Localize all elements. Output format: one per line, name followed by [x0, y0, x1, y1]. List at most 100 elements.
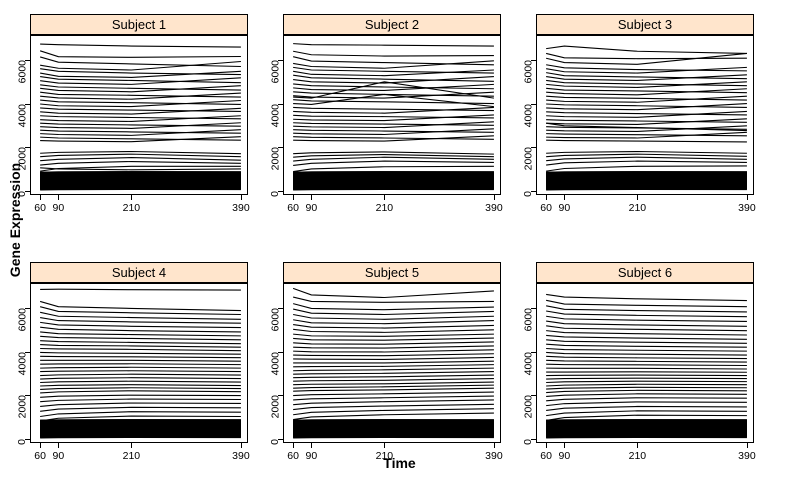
series-line: [293, 81, 495, 99]
series-line: [293, 135, 494, 142]
x-tick: [493, 443, 495, 448]
series-line: [40, 160, 241, 166]
y-tick-label: 4000: [522, 103, 534, 127]
series-line: [292, 287, 494, 299]
x-tick-label: 60: [540, 202, 552, 214]
series-line: [546, 334, 747, 340]
x-tick: [564, 195, 566, 200]
x-tick: [40, 443, 42, 448]
x-tick-label: 210: [628, 202, 647, 214]
x-tick: [564, 443, 566, 448]
series-line: [40, 351, 241, 355]
series-line: [40, 85, 241, 93]
series-line: [546, 389, 747, 394]
series-line: [40, 107, 241, 115]
plot-area: [30, 35, 248, 195]
series-line: [546, 401, 747, 407]
x-tick-label: 390: [485, 450, 503, 462]
y-tick-label: 4000: [16, 351, 28, 375]
series-line: [293, 56, 494, 66]
panel-strip-label: Subject 3: [536, 14, 754, 35]
x-tick: [311, 195, 313, 200]
series-line: [546, 110, 747, 118]
series-line: [39, 56, 241, 68]
x-tick: [311, 443, 313, 448]
y-tick-label: 0: [522, 190, 534, 197]
series-line: [40, 43, 241, 48]
y-tick-label: 0: [269, 190, 281, 197]
y-tick: [25, 59, 30, 61]
series-line: [40, 419, 241, 422]
x-tick: [637, 195, 639, 200]
panel-strip-label: Subject 4: [30, 262, 248, 283]
series-line: [293, 356, 494, 360]
panel-strip-label: Subject 6: [536, 262, 754, 283]
y-tick: [531, 307, 536, 309]
series-line: [293, 171, 494, 174]
x-tick-label: 90: [305, 450, 318, 462]
series-line: [293, 153, 494, 158]
y-tick-label: 2000: [522, 395, 534, 419]
y-tick: [278, 395, 283, 397]
series-line: [40, 377, 241, 380]
series-line: [546, 339, 747, 344]
series-line: [546, 103, 747, 111]
y-tick: [25, 190, 30, 192]
series-line: [40, 77, 241, 85]
x-axis-title: Time: [383, 455, 416, 471]
series-line: [546, 419, 747, 422]
series-line: [293, 345, 494, 349]
series-line: [293, 378, 494, 382]
series-line: [293, 328, 494, 333]
series-line: [546, 305, 747, 313]
x-tick: [293, 195, 295, 200]
series-line: [293, 367, 494, 372]
series-line: [293, 323, 494, 329]
y-tick-label: 6000: [269, 59, 281, 84]
series-line: [293, 296, 494, 303]
series-line: [546, 359, 747, 363]
panel-strip-label: Subject 5: [283, 262, 501, 283]
series-line: [546, 330, 747, 336]
series-line: [293, 353, 494, 357]
y-tick-label: 4000: [269, 103, 281, 127]
series-line: [293, 121, 494, 129]
series-line: [40, 384, 241, 387]
y-tick: [531, 103, 536, 105]
series-line: [546, 377, 747, 380]
series-line: [293, 399, 494, 406]
series-line: [546, 150, 747, 154]
x-tick-label: 60: [287, 450, 299, 462]
y-tick-label: 4000: [522, 351, 534, 375]
series-line: [546, 393, 747, 397]
series-line: [40, 122, 241, 129]
series-line: [292, 303, 494, 311]
series-line: [546, 156, 747, 162]
y-tick: [25, 103, 30, 105]
series-line: [546, 386, 747, 390]
series-line: [546, 131, 747, 139]
y-tick: [278, 438, 283, 440]
y-tick-label: 2000: [16, 147, 28, 171]
series-line: [546, 74, 747, 82]
series-line: [40, 390, 241, 394]
x-tick-label: 60: [34, 202, 46, 214]
series-line: [293, 341, 494, 345]
series-line: [39, 306, 241, 316]
series-line: [40, 363, 241, 366]
series-line: [293, 337, 494, 341]
y-tick: [25, 395, 30, 397]
series-line: [546, 405, 747, 411]
series-line: [293, 43, 494, 47]
y-tick-label: 4000: [269, 351, 281, 375]
x-tick: [240, 443, 242, 448]
series-line: [40, 99, 241, 108]
panel-strip-label: Subject 2: [283, 14, 501, 35]
series-line: [546, 414, 747, 421]
series-line: [546, 165, 747, 172]
